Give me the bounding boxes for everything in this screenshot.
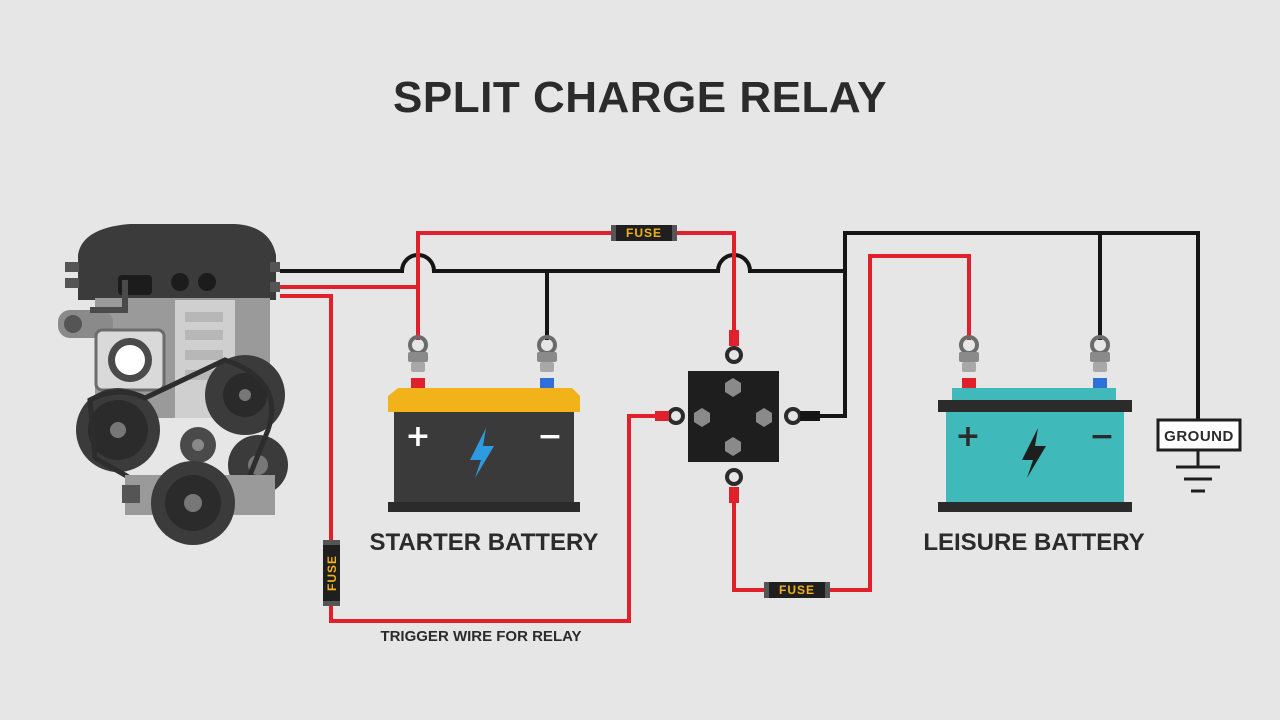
engine-negative-wire bbox=[280, 253, 845, 273]
ground-label: GROUND bbox=[1164, 428, 1234, 445]
leisure-battery-label: LEISURE BATTERY bbox=[923, 529, 1144, 556]
relay-icon bbox=[655, 330, 820, 503]
positive-sign: + bbox=[955, 419, 980, 454]
lightning-bolt-icon bbox=[470, 428, 494, 478]
fuse-label: FUSE bbox=[626, 226, 662, 240]
engine-icon bbox=[58, 224, 288, 545]
bottom-fuse: FUSE bbox=[764, 582, 830, 598]
trigger-fuse: FUSE bbox=[323, 540, 340, 606]
fuse-label: FUSE bbox=[325, 555, 339, 591]
trigger-wire bbox=[280, 294, 660, 623]
wires bbox=[280, 231, 1200, 623]
battery-clamp-icon bbox=[959, 335, 979, 372]
battery-clamp-icon bbox=[1090, 335, 1110, 372]
battery-clamp-icon bbox=[408, 335, 428, 372]
starter-to-relay-wire bbox=[416, 231, 736, 340]
negative-sign: − bbox=[537, 419, 562, 454]
top-fuse: FUSE bbox=[611, 225, 677, 241]
starter-battery: + − bbox=[388, 335, 580, 512]
relay-to-leisure-wire bbox=[732, 254, 971, 592]
ground-symbol-icon: GROUND bbox=[1156, 418, 1242, 493]
positive-sign: + bbox=[405, 419, 430, 454]
fuse-label: FUSE bbox=[779, 583, 815, 597]
relay-ground-wire bbox=[820, 271, 847, 418]
lightning-bolt-icon bbox=[1022, 428, 1046, 478]
leisure-battery: + − bbox=[938, 335, 1132, 512]
page-title: SPLIT CHARGE RELAY bbox=[393, 73, 887, 122]
negative-sign: − bbox=[1089, 419, 1114, 454]
starter-battery-label: STARTER BATTERY bbox=[370, 529, 599, 556]
trigger-wire-label: TRIGGER WIRE FOR RELAY bbox=[380, 628, 581, 645]
ground-bus-wire bbox=[843, 231, 1200, 420]
battery-clamp-icon bbox=[537, 335, 557, 372]
